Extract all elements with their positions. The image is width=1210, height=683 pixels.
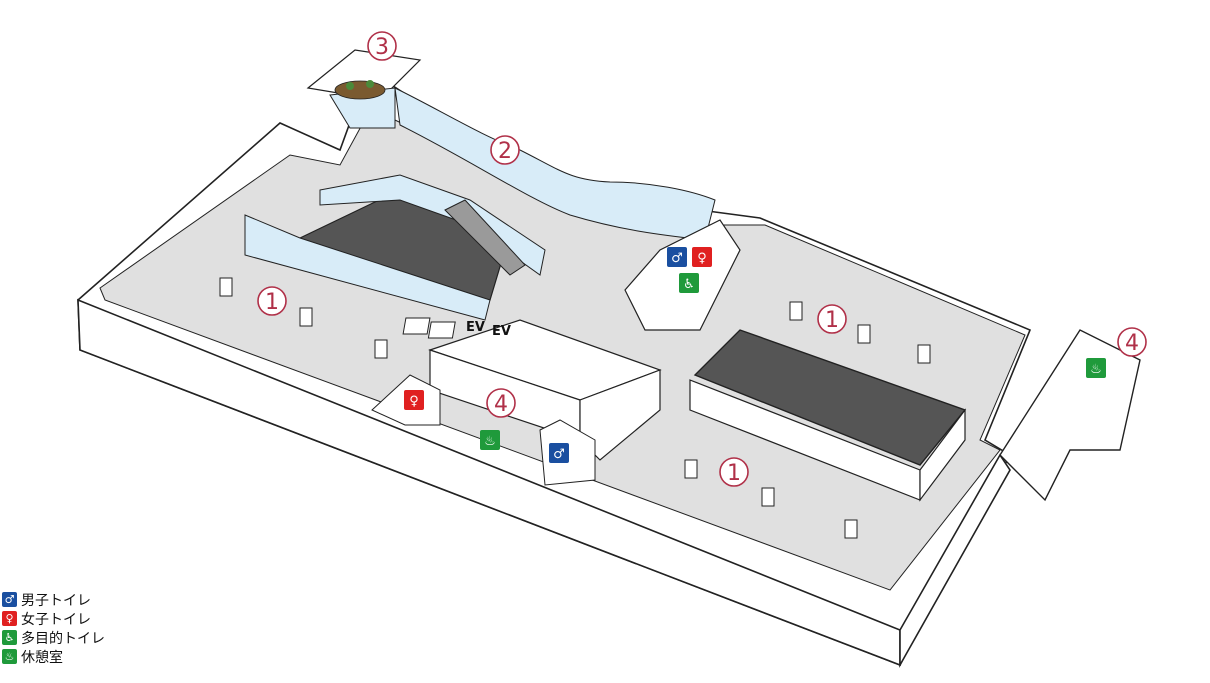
legend-item-rest-room: ♨ 休憩室 [2, 647, 105, 666]
zone-marker[interactable]: 1 [817, 304, 847, 334]
svg-text:♨: ♨ [1090, 362, 1102, 377]
rest-room-icon: ♨ [2, 649, 17, 664]
escalator[interactable] [444, 199, 526, 276]
svg-text:♀: ♀ [697, 251, 707, 266]
svg-text:1: 1 [825, 308, 839, 333]
atrium-glass-railing [244, 214, 491, 321]
svg-text:♨: ♨ [484, 434, 496, 449]
zone-marker[interactable]: 4 [486, 388, 516, 418]
right-void-side-wall [919, 408, 966, 502]
right-annex [999, 329, 1141, 502]
zone-marker[interactable]: 2 [490, 135, 520, 165]
svg-text:♿: ♿ [683, 277, 695, 292]
svg-text:3: 3 [375, 35, 389, 60]
legend-label: 多目的トイレ [21, 630, 105, 647]
svg-text:2: 2 [498, 139, 512, 164]
legend-item-accessible-toilet: ♿ 多目的トイレ [2, 628, 105, 647]
legend-label: 女子トイレ [21, 611, 91, 628]
map-male-toilet-icon[interactable]: ♂ [549, 443, 569, 463]
map-accessible-toilet-icon[interactable]: ♿ [679, 273, 699, 293]
map-rest-room-icon[interactable]: ♨ [1086, 358, 1106, 378]
map-legend: ♂ 男子トイレ ♀ 女子トイレ ♿ 多目的トイレ ♨ 休憩室 [2, 590, 105, 666]
svg-text:1: 1 [727, 461, 741, 486]
svg-text:1: 1 [265, 290, 279, 315]
map-rest-room-icon[interactable]: ♨ [480, 430, 500, 450]
zone-marker[interactable]: 1 [719, 457, 749, 487]
female-toilet-icon: ♀ [2, 611, 17, 626]
zone-markers: 1 1 1 2 3 4 4 [257, 31, 1147, 487]
legend-item-male-toilet: ♂ 男子トイレ [2, 590, 105, 609]
elevator-labels: EV EV [402, 317, 511, 339]
map-female-toilet-icon[interactable]: ♀ [692, 247, 712, 267]
map-female-toilet-icon[interactable]: ♀ [404, 390, 424, 410]
svg-text:♀: ♀ [409, 394, 419, 409]
legend-label: 休憩室 [21, 649, 63, 666]
zone-marker[interactable]: 3 [367, 31, 397, 61]
zone-marker[interactable]: 1 [257, 286, 287, 316]
accessible-toilet-icon: ♿ [2, 630, 17, 645]
svg-text:EV: EV [466, 320, 485, 335]
svg-text:♂: ♂ [671, 251, 683, 266]
svg-text:EV: EV [492, 324, 511, 339]
rooftop-garden [306, 49, 422, 129]
atrium-top-railing [319, 174, 546, 276]
right-wall-slab [899, 453, 1011, 669]
svg-text:♂: ♂ [553, 447, 565, 462]
legend-item-female-toilet: ♀ 女子トイレ [2, 609, 105, 628]
svg-text:4: 4 [494, 392, 508, 417]
svg-text:4: 4 [1125, 331, 1139, 356]
legend-label: 男子トイレ [21, 592, 91, 609]
male-toilet-icon: ♂ [2, 592, 17, 607]
zone-marker[interactable]: 4 [1117, 327, 1147, 357]
map-male-toilet-icon[interactable]: ♂ [667, 247, 687, 267]
display-pedestals [219, 277, 931, 539]
